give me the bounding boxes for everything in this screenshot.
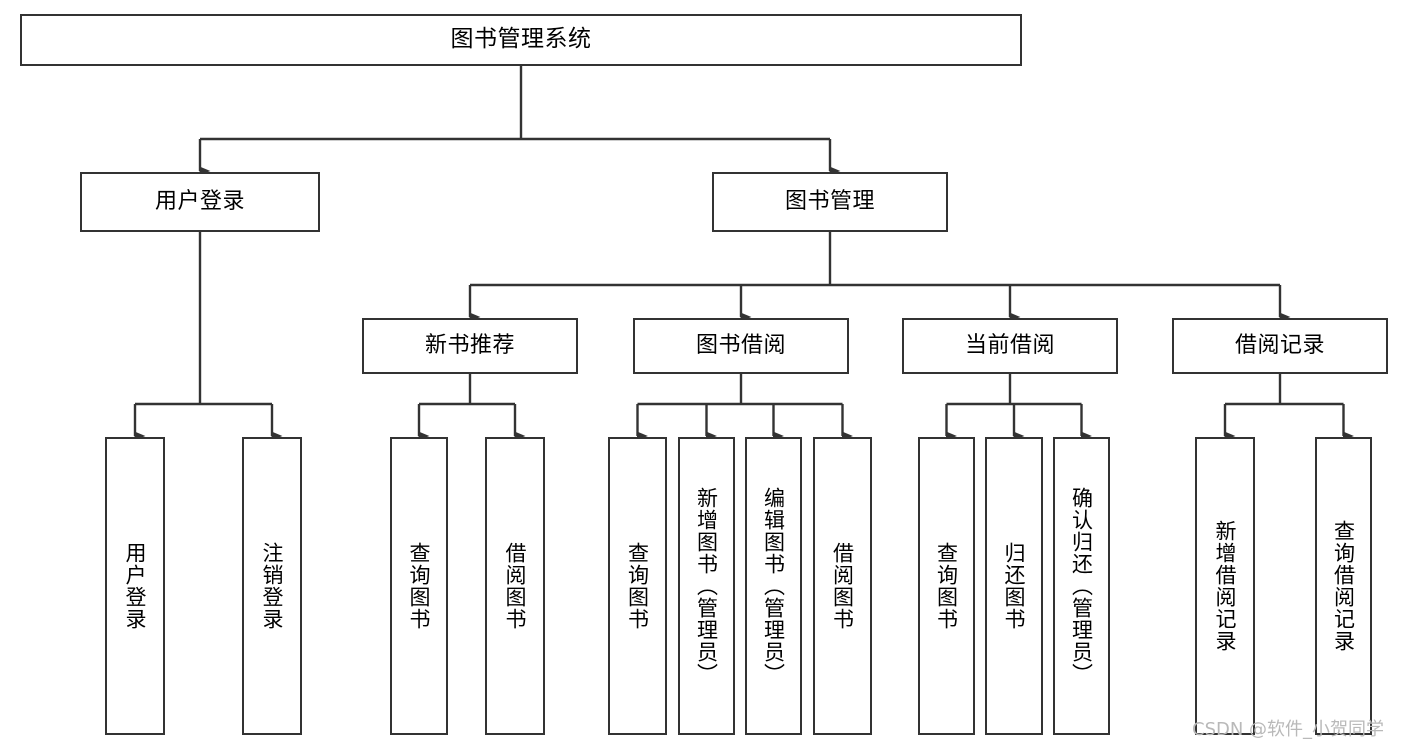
node-label: 当前借阅 <box>964 332 1055 358</box>
node-book-borrow[interactable]: 图书借阅 <box>633 318 849 374</box>
node-leaf-query-record[interactable]: 查询借阅记录 <box>1315 437 1372 735</box>
node-leaf-return-book[interactable]: 归还图书 <box>985 437 1043 735</box>
node-leaf-add-record[interactable]: 新增借阅记录 <box>1195 437 1255 735</box>
node-label: 新增图书（管理员） <box>694 487 719 685</box>
node-label: 用户登录 <box>154 188 245 214</box>
node-label: 借阅图书 <box>503 542 528 630</box>
node-root[interactable]: 图书管理系统 <box>20 14 1022 66</box>
node-label: 图书管理系统 <box>450 26 592 53</box>
node-leaf-query-book-1[interactable]: 查询图书 <box>390 437 448 735</box>
node-leaf-query-book-3[interactable]: 查询图书 <box>918 437 975 735</box>
node-label: 借阅记录 <box>1234 332 1325 358</box>
node-leaf-user-login[interactable]: 用户登录 <box>105 437 165 735</box>
node-label: 借阅图书 <box>830 542 855 630</box>
node-label: 确认归还（管理员） <box>1069 487 1094 685</box>
node-label: 查询图书 <box>407 542 432 630</box>
node-user-login[interactable]: 用户登录 <box>80 172 320 232</box>
node-label: 用户登录 <box>123 542 148 630</box>
node-label: 新书推荐 <box>424 332 515 358</box>
node-leaf-logout[interactable]: 注销登录 <box>242 437 302 735</box>
node-book-manage[interactable]: 图书管理 <box>712 172 948 232</box>
node-label: 归还图书 <box>1002 542 1027 630</box>
node-borrow-record[interactable]: 借阅记录 <box>1172 318 1388 374</box>
watermark: CSDN @软件_小贺同学 <box>1192 719 1385 740</box>
node-new-book-rec[interactable]: 新书推荐 <box>362 318 578 374</box>
node-label: 图书管理 <box>784 188 875 214</box>
node-label: 图书借阅 <box>695 332 786 358</box>
node-label: 编辑图书（管理员） <box>761 487 786 685</box>
node-label: 查询图书 <box>934 542 959 630</box>
node-label: 新增借阅记录 <box>1213 520 1238 652</box>
node-current-borrow[interactable]: 当前借阅 <box>902 318 1118 374</box>
node-label: 注销登录 <box>260 542 285 630</box>
node-leaf-borrow-book-1[interactable]: 借阅图书 <box>485 437 545 735</box>
node-label: 查询借阅记录 <box>1331 520 1356 652</box>
node-leaf-confirm-return[interactable]: 确认归还（管理员） <box>1053 437 1110 735</box>
node-leaf-query-book-2[interactable]: 查询图书 <box>608 437 667 735</box>
node-leaf-borrow-book-2[interactable]: 借阅图书 <box>813 437 872 735</box>
node-leaf-add-book[interactable]: 新增图书（管理员） <box>678 437 735 735</box>
node-label: 查询图书 <box>625 542 650 630</box>
node-leaf-edit-book[interactable]: 编辑图书（管理员） <box>745 437 802 735</box>
